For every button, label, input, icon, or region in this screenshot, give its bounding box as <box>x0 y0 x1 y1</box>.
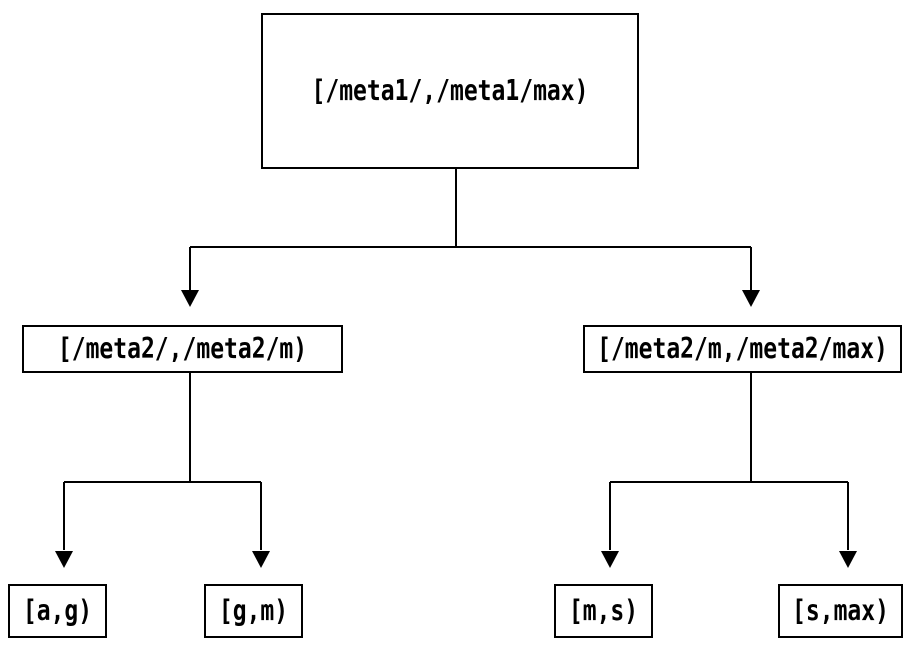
tree-node-meta2-left-label: [/meta2/,/meta2/m) <box>57 332 308 366</box>
arrowhead-down-icon <box>742 290 760 307</box>
tree-node-root: [/meta1/,/meta1/max) <box>261 13 639 169</box>
tree-node-leaf-smax-label: [s,max) <box>792 594 889 628</box>
arrowhead-down-icon <box>181 290 199 307</box>
arrowhead-down-icon <box>839 551 857 568</box>
tree-node-leaf-ag: [a,g) <box>8 584 107 638</box>
tree-node-meta2-right: [/meta2/m,/meta2/max) <box>583 325 902 373</box>
tree-node-meta2-left: [/meta2/,/meta2/m) <box>22 325 343 373</box>
tree-node-leaf-ms: [m,s) <box>554 584 653 638</box>
tree-node-leaf-gm: [g,m) <box>204 584 303 638</box>
tree-node-root-label: [/meta1/,/meta1/max) <box>311 74 589 108</box>
tree-node-leaf-ag-label: [a,g) <box>22 594 93 628</box>
tree-node-leaf-gm-label: [g,m) <box>218 594 289 628</box>
tree-node-meta2-right-label: [/meta2/m,/meta2/max) <box>597 332 888 366</box>
arrowhead-down-icon <box>55 551 73 568</box>
tree-node-leaf-ms-label: [m,s) <box>568 594 639 628</box>
arrowhead-down-icon <box>252 551 270 568</box>
tree-node-leaf-smax: [s,max) <box>778 584 903 638</box>
arrowhead-down-icon <box>601 551 619 568</box>
